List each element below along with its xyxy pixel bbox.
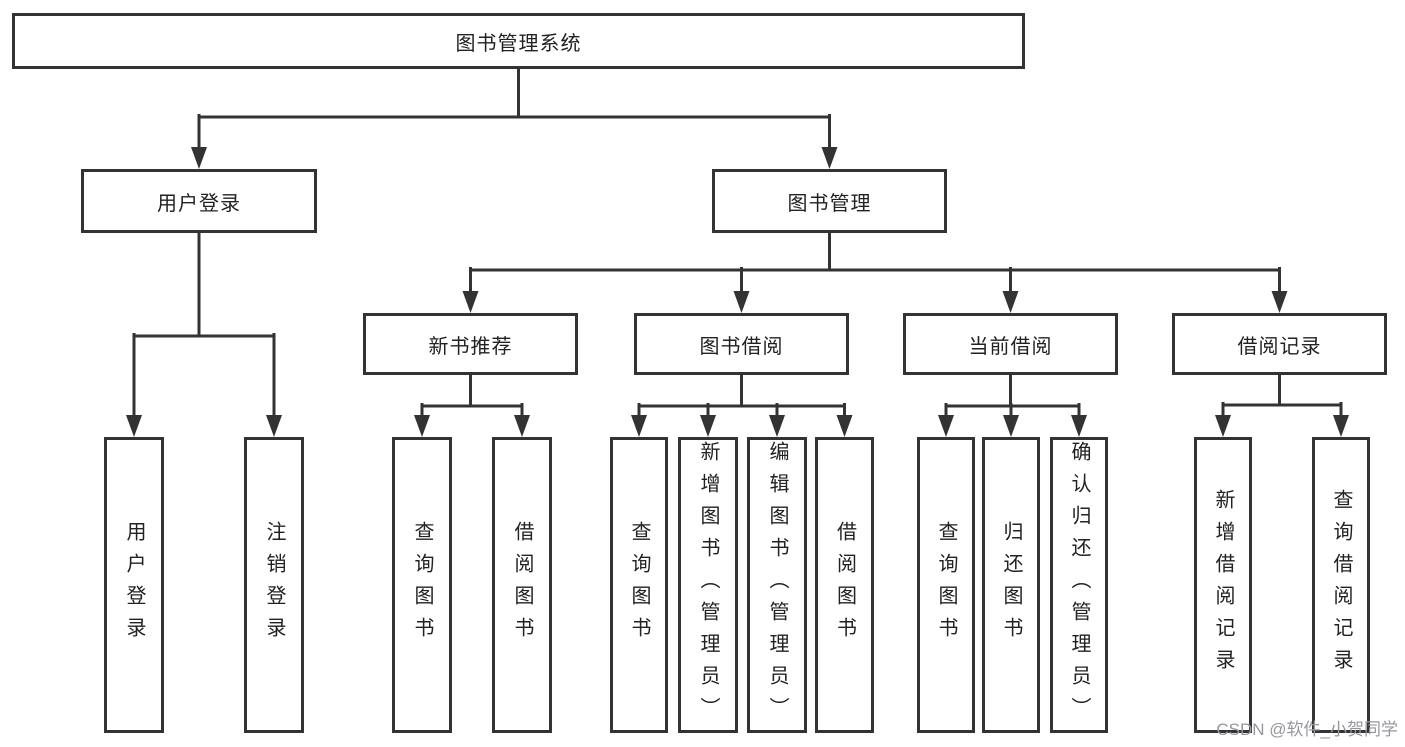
leaf-confirm-return-admin-label: 确认归还（管理员） bbox=[1068, 441, 1090, 729]
leaf-query-books-borrowing: 查询图书 bbox=[610, 437, 668, 733]
leaf-user-login-label: 用户登录 bbox=[123, 521, 145, 649]
node-current-borrowing: 当前借阅 bbox=[903, 313, 1118, 375]
connector-newbook-group bbox=[420, 373, 524, 417]
leaf-borrow-books-borrowing: 借阅图书 bbox=[815, 437, 874, 733]
leaf-confirm-return-admin: 确认归还（管理员） bbox=[1050, 437, 1108, 733]
leaf-borrow-books-recommend: 借阅图书 bbox=[492, 437, 552, 733]
leaf-add-books-admin-label: 新增图书（管理员） bbox=[697, 441, 719, 729]
node-borrowing-records: 借阅记录 bbox=[1172, 313, 1387, 375]
node-user-login: 用户登录 bbox=[81, 169, 317, 233]
watermark: CSDN @软件_小贺同学 bbox=[1216, 720, 1398, 739]
connector-root-to-level2 bbox=[197, 67, 831, 149]
leaf-edit-books-admin: 编辑图书（管理员） bbox=[747, 437, 807, 733]
node-root-system: 图书管理系统 bbox=[12, 13, 1025, 69]
leaf-add-books-admin: 新增图书（管理员） bbox=[678, 437, 738, 733]
leaf-add-borrow-record: 新增借阅记录 bbox=[1194, 437, 1252, 733]
node-book-management: 图书管理 bbox=[712, 169, 947, 233]
leaf-borrow-books-recommend-label: 借阅图书 bbox=[511, 521, 533, 649]
leaf-query-borrow-record-label: 查询借阅记录 bbox=[1330, 489, 1352, 681]
connector-bookmgmt-to-level3 bbox=[469, 231, 1281, 293]
leaf-return-books-label: 归还图书 bbox=[1000, 521, 1022, 649]
connector-bookborrow-group bbox=[637, 373, 846, 417]
leaf-add-borrow-record-label: 新增借阅记录 bbox=[1212, 489, 1234, 681]
leaf-edit-books-admin-label: 编辑图书（管理员） bbox=[766, 441, 788, 729]
leaf-borrow-books-borrowing-label: 借阅图书 bbox=[833, 521, 856, 649]
leaf-query-books-borrowing-label: 查询图书 bbox=[628, 521, 650, 649]
leaf-user-login: 用户登录 bbox=[104, 437, 164, 733]
node-book-borrowing: 图书借阅 bbox=[634, 313, 849, 375]
leaf-query-borrow-record: 查询借阅记录 bbox=[1312, 437, 1370, 733]
leaf-query-books-current-label: 查询图书 bbox=[935, 521, 957, 649]
arrowheads bbox=[126, 147, 1349, 437]
leaf-return-books: 归还图书 bbox=[982, 437, 1040, 733]
leaf-logout-label: 注销登录 bbox=[263, 521, 285, 649]
connector-userlogin-group bbox=[132, 231, 276, 417]
leaf-logout: 注销登录 bbox=[244, 437, 304, 733]
leaf-query-books-current: 查询图书 bbox=[917, 437, 975, 733]
leaf-query-books-recommend-label: 查询图书 bbox=[411, 521, 433, 649]
leaf-query-books-recommend: 查询图书 bbox=[392, 437, 452, 733]
connector-currentborrow-group bbox=[944, 373, 1081, 417]
connector-borrowrecord-group bbox=[1221, 373, 1343, 417]
node-new-book-recommend: 新书推荐 bbox=[363, 313, 578, 375]
